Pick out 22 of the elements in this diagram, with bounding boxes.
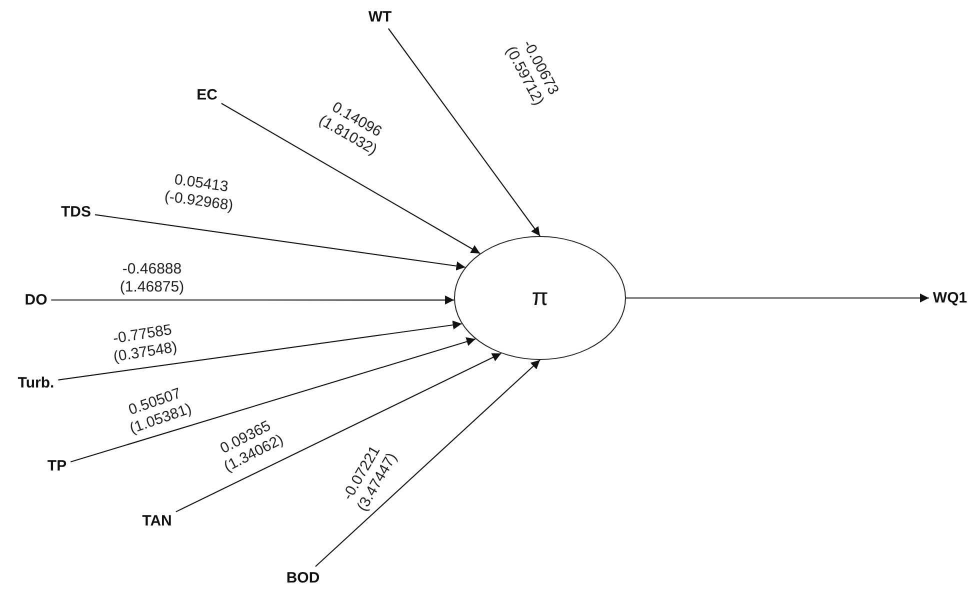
arrow [70, 337, 476, 462]
arrow [221, 102, 480, 254]
arrow [51, 296, 454, 305]
variable-label: TDS [59, 202, 93, 222]
edge-label: -0.46888 (1.46875) [118, 260, 186, 298]
arrow [58, 320, 462, 380]
edge-label: -0.77585 (0.37548) [110, 320, 180, 368]
variable-label: TAN [140, 512, 174, 530]
arrow [315, 360, 540, 567]
arrow [626, 294, 929, 302]
variable-label: DO [22, 290, 50, 310]
edge-label: 0.05413 (-0.92968) [162, 170, 236, 217]
arrow [94, 214, 466, 270]
variable-label: Turb. [16, 374, 56, 392]
variable-label: BOD [284, 568, 322, 588]
arrow [176, 352, 502, 512]
arrow [388, 28, 540, 236]
variable-label: WQ1 [930, 288, 970, 308]
variable-label: EC [194, 86, 220, 104]
variable-label: TP [45, 456, 69, 476]
variable-label: WT [366, 8, 394, 26]
node-symbol: π [532, 284, 548, 312]
